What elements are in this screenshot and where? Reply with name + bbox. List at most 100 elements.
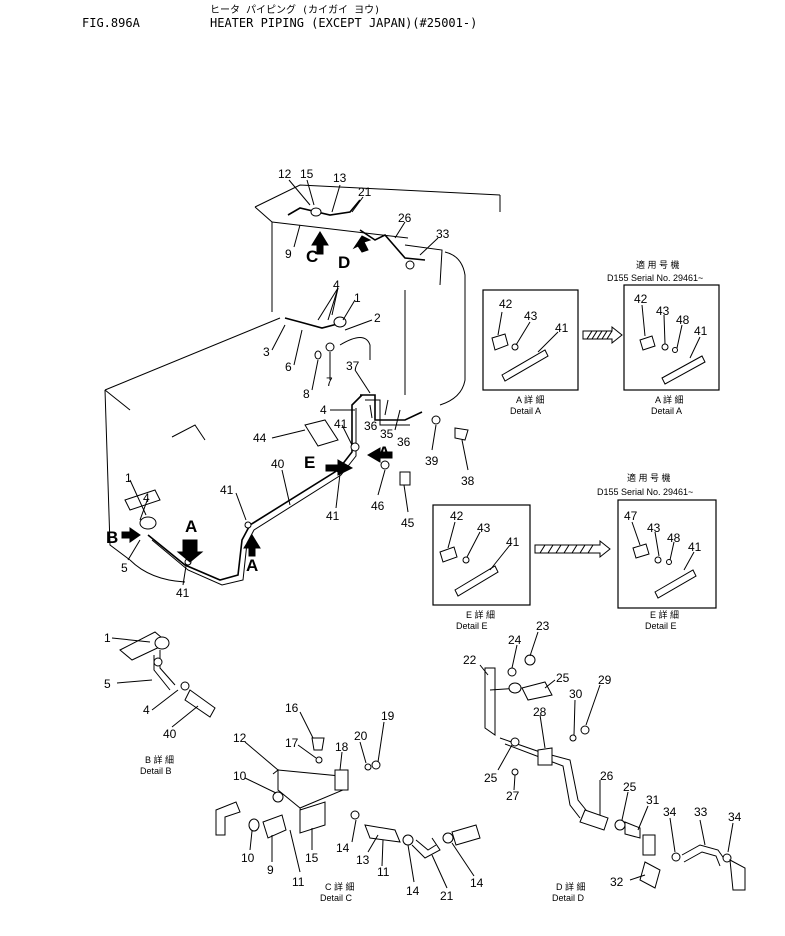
callout: 27 [506,789,520,803]
callout: 36 [397,435,411,449]
view-arrow-b [121,527,141,543]
callout: 2 [374,311,381,325]
serial-note-jp-bottom: 適 用 号 機 [627,472,671,483]
detail-e-caption: Detail E [456,621,488,631]
callout: 25 [556,671,570,685]
detail-b-drawing: 1 5 4 40 [104,631,216,741]
callout: 31 [646,793,660,807]
view-label-b: B [106,528,118,547]
callout: 41 [555,321,569,335]
callout: 39 [425,454,439,468]
callout: 14 [406,884,420,898]
callout: 41 [334,417,348,431]
callout: 4 [333,278,340,292]
detail-a-box: 42 43 41 [482,289,579,391]
callout: 9 [285,247,292,261]
callout: 14 [336,841,350,855]
detail-d-caption-jp: D 詳 細 [556,881,586,892]
callout: 7 [326,375,333,389]
callout: 19 [381,709,395,723]
view-label-a-right: A [246,556,258,575]
view-arrow-e [325,459,354,476]
callout: 13 [333,171,347,185]
callout: 48 [676,313,690,327]
callout: 6 [285,360,292,374]
callout: 28 [533,705,547,719]
arrow-to-new-a [582,325,623,345]
callout: 3 [263,345,270,359]
detail-e-new-caption: Detail E [645,621,677,631]
main-leaders [127,179,469,586]
callout: 11 [292,875,305,889]
callout: 47 [624,509,638,523]
callout: 10 [241,851,255,865]
callout: 41 [326,509,340,523]
callout: 23 [536,619,550,633]
view-arrow-a-right [243,534,261,557]
callout: 42 [450,509,464,523]
view-label-a-left: A [185,517,197,536]
main-callout-labels: 12 15 13 21 26 33 9 4 1 2 3 6 7 8 37 4 3… [121,167,475,575]
callout: 10 [233,769,247,783]
callout: 35 [380,427,394,441]
callout: 43 [647,521,661,535]
callout: 5 [121,561,128,575]
callout: 33 [694,805,708,819]
callout: 20 [354,729,368,743]
machine-body-outline [104,184,501,583]
view-label-c: C [306,247,318,266]
callout: 5 [104,677,111,691]
callout: 48 [667,531,681,545]
detail-e-box: 42 43 41 [432,504,531,606]
callout: 4 [143,703,150,717]
callout: 26 [398,211,412,225]
detail-d-drawing: 23 24 22 25 30 29 28 25 27 26 25 31 34 3… [463,619,746,891]
callout: 25 [623,780,637,794]
view-letters: C D A E A A B [106,247,390,575]
callout: 18 [335,740,349,754]
page-title: HEATER PIPING (EXCEPT JAPAN)(#25001-) [210,16,478,30]
callout: 4 [143,491,150,505]
detail-c-caption: Detail C [320,893,353,903]
callout: 41 [176,586,190,600]
callout: 12 [278,167,292,181]
detail-a-new-caption-jp: A 詳 細 [655,394,684,405]
detail-d-caption: Detail D [552,893,585,903]
callout: 34 [663,805,677,819]
callout: 34 [728,810,742,824]
callout: 21 [358,185,372,199]
view-label-e: E [304,453,315,472]
callout: 41 [694,324,708,338]
callout: 45 [401,516,415,530]
view-arrow-a-left [176,539,204,563]
callout: 15 [300,167,314,181]
detail-a-new-caption: Detail A [651,406,682,416]
callout: 43 [477,521,491,535]
callout: 15 [305,851,319,865]
main-pipe-route [124,199,469,586]
callout: 40 [271,457,285,471]
callout: 30 [569,687,583,701]
callout: 1 [354,291,361,305]
detail-a-new-box: 42 43 48 41 [623,284,720,391]
callout: 42 [634,292,648,306]
callout: 40 [163,727,177,741]
callout: 13 [356,853,370,867]
callout: 29 [598,673,612,687]
view-arrows [121,231,393,563]
detail-a-caption: Detail A [510,406,541,416]
callout: 46 [371,499,385,513]
view-arrow-d [352,235,372,253]
callout: 41 [506,535,520,549]
detail-c-caption-jp: C 詳 細 [325,881,355,892]
detail-b-caption: Detail B [140,766,172,776]
callout: 44 [253,431,267,445]
callout: 1 [125,471,132,485]
callout: 12 [233,731,247,745]
title-japanese: ヒータ パイピング (カイガイ ヨウ) [210,5,381,16]
callout: 32 [610,875,624,889]
serial-note-bottom: D155 Serial No. 29461~ [597,487,693,497]
serial-note-jp-top: 適 用 号 機 [636,259,680,270]
callout: 14 [470,876,484,890]
